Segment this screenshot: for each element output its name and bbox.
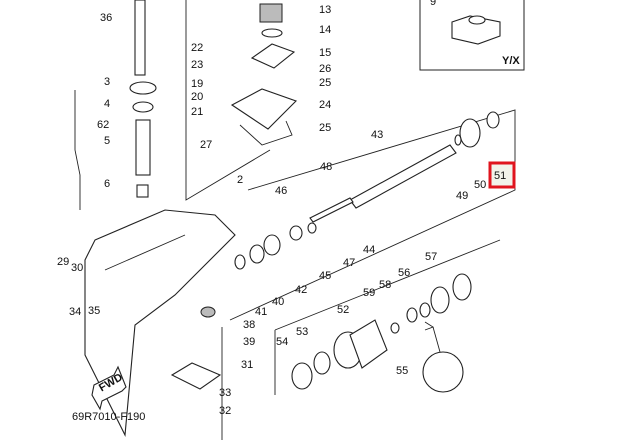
- part-label: 57: [425, 251, 437, 263]
- part-label: 23: [191, 59, 203, 71]
- part-label: 14: [319, 24, 331, 36]
- part-label: 55: [396, 365, 408, 377]
- part-label: 26: [319, 63, 331, 75]
- part-label: 33: [219, 387, 231, 399]
- part-label: 48: [320, 161, 332, 173]
- part-label: 22: [191, 42, 203, 54]
- part-label: 35: [88, 305, 100, 317]
- part-label: 39: [243, 336, 255, 348]
- inset-label: Y/X: [502, 55, 520, 67]
- part-label: 46: [275, 185, 287, 197]
- part-label: 54: [276, 336, 288, 348]
- diagram-code: 69R7010-F190: [72, 411, 145, 423]
- part-label: 34: [69, 306, 81, 318]
- part-label: 19: [191, 78, 203, 90]
- part-label: 45: [319, 270, 331, 282]
- part-label: 58: [379, 279, 391, 291]
- part-label: 50: [474, 179, 486, 191]
- part-label: 29: [57, 256, 69, 268]
- part-label: 59: [363, 287, 375, 299]
- part-label: 62: [97, 119, 109, 131]
- part-label: 13: [319, 4, 331, 16]
- part-label: 27: [200, 139, 212, 151]
- part-label: 36: [100, 12, 112, 24]
- highlight-box: [488, 161, 516, 189]
- part-label: 32: [219, 405, 231, 417]
- part-label: 38: [243, 319, 255, 331]
- part-label: 5: [104, 135, 110, 147]
- part-label: 31: [241, 359, 253, 371]
- part-label: 41: [255, 306, 267, 318]
- part-label: 56: [398, 267, 410, 279]
- part-label: 6: [104, 178, 110, 190]
- part-label: 24: [319, 99, 331, 111]
- part-label: 4: [104, 98, 110, 110]
- part-label: 3: [104, 76, 110, 88]
- part-label: 52: [337, 304, 349, 316]
- part-label: 25: [319, 77, 331, 89]
- part-label: 2: [237, 174, 243, 186]
- part-label: 47: [343, 257, 355, 269]
- part-labels: 36 3 4 62 5 6 22 23 19 20 21 27 13 14 15…: [57, 4, 506, 417]
- part-label: 40: [272, 296, 284, 308]
- inset-part-label: 9: [430, 0, 436, 8]
- inset-box: 9 Y/X: [419, 0, 525, 71]
- part-label: 30: [71, 262, 83, 274]
- part-label: 42: [295, 284, 307, 296]
- part-label: 49: [456, 190, 468, 202]
- part-label: 20: [191, 91, 203, 103]
- part-label: 53: [296, 326, 308, 338]
- part-label: 15: [319, 47, 331, 59]
- part-label-highlighted: 51: [494, 170, 506, 182]
- part-label: 25: [319, 122, 331, 134]
- part-label: 44: [363, 244, 375, 256]
- part-label: 21: [191, 106, 203, 118]
- part-label: 43: [371, 129, 383, 141]
